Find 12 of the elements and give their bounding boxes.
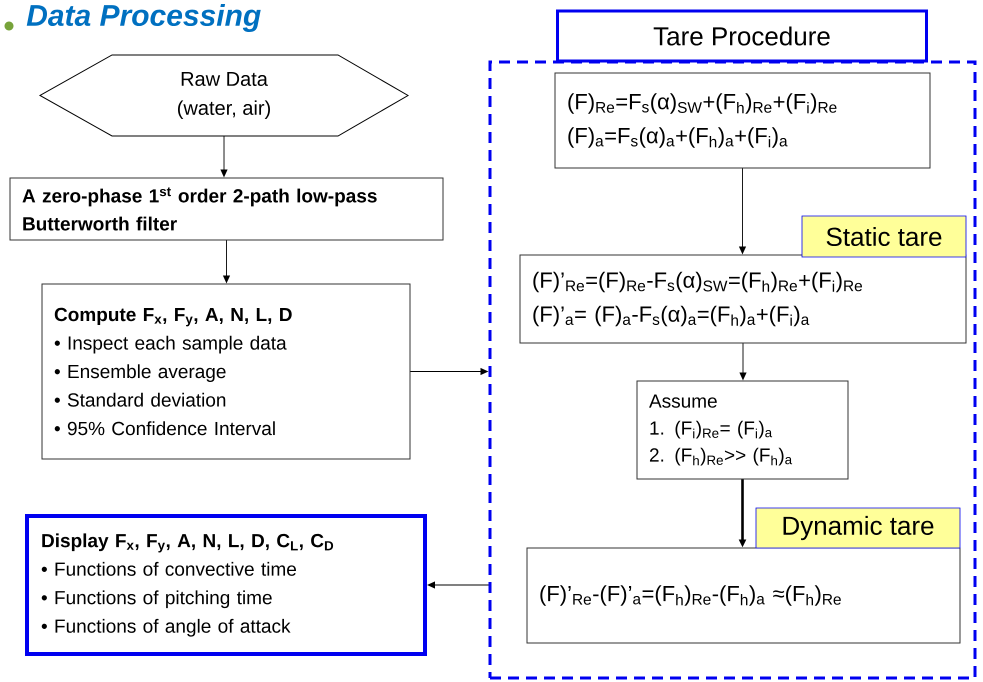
formula-box: (F)’$_{Re}$=(F)$_{Re}$-F$_{s}$(α)$_{SW}$=(F$_{h}$)$_{Re}$+(F$_{i}$)$_{Re}$ (F)’$_{a}$= (F)$_{a}$-F$_{s}$(α)$_{a}$=(F$_{h}$)$_{a}$+(F$_{i}$)$_{a}$ — [520, 254, 966, 344]
formula-box: (F)$_{Re}$=F$_{s}$(α)$_{SW}$+(F$_{h}$)$_{Re}$+(F$_{i}$)$_{Re}$ (F)$_{a}$=F$_{s}$(α)$_{a}$+(F$_{h}$)$_{a}$+(F$_{i}$)$_{a}$ — [554, 72, 930, 168]
process-box: Compute F$_{x}$, F$_{y}$, A, N, L, D • Inspect each sample data • Ensemble average • Standard deviation • 95% Confidence Interval — [42, 284, 410, 460]
title-box: Tare Procedure — [556, 10, 928, 62]
title: Data Processing — [26, 4, 261, 32]
process-box: A zero-phase 1$^{st}$ order 2-path low-pass Butterworth filter — [10, 178, 444, 240]
assumption-box: Assume 1. (F$_{i}$)$_{Re}$= (F$_{i}$)$_{a}$ 2. (F$_{h}$)$_{Re}$>> (F$_{h}$)$_{a}$ — [636, 380, 848, 480]
output-box: Display F$_{x}$, F$_{y}$, A, N, L, D, C$_{L}$, C$_{D}$ • Functions of convective time • Functions of pitching time • Functions of angle of attack — [25, 514, 427, 656]
formula-box: (F)’$_{Re}$-(F)’$_{a}$=(F$_{h}$)$_{Re}$-(F$_{h}$)$_{a}$ ≈(F$_{h}$)$_{Re}$ — [526, 548, 960, 644]
tag-label: Static tare — [802, 216, 966, 258]
dashed-group-box — [488, 60, 976, 680]
tag-label: Dynamic tare — [756, 508, 960, 548]
